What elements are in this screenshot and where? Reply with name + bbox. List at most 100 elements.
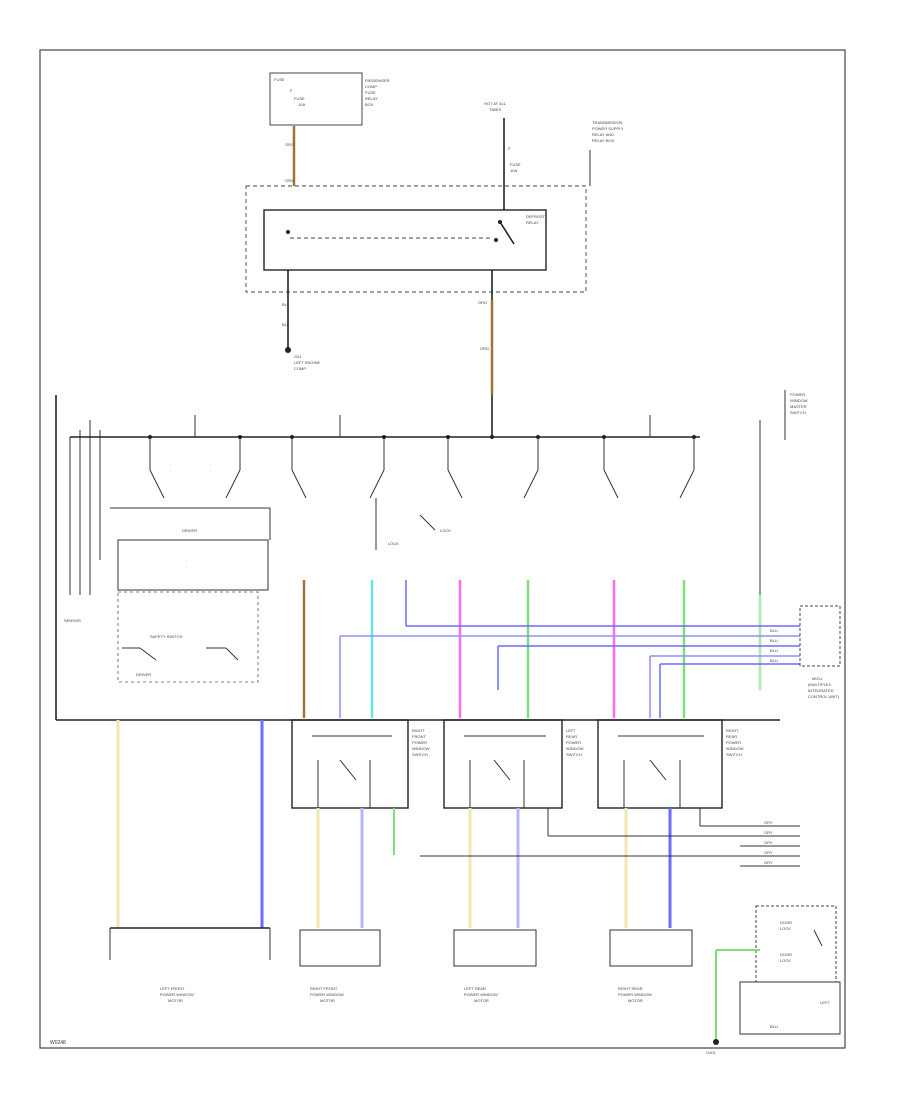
ignition-feed: HOT AT ALL TIMES F FUSE 10A [484,101,521,210]
svg-text:LEFT: LEFT [566,728,576,733]
svg-text:GRY: GRY [764,830,773,835]
svg-text:POWER WINDOW: POWER WINDOW [618,992,652,997]
svg-text:DOOR: DOOR [780,952,792,957]
relay-output-left: BLK BLK G01 LEFT ENGINE COMP [282,270,320,371]
svg-text:WINDOW: WINDOW [726,746,744,751]
switch-group-2 [290,415,386,499]
svg-text:POWER: POWER [566,740,581,745]
svg-text:10A: 10A [298,102,305,107]
svg-text:RIGHT FRONT: RIGHT FRONT [310,986,338,991]
svg-text:REAR: REAR [726,734,737,739]
svg-text:DRIVER: DRIVER [182,528,197,533]
svg-text:RELAY AND: RELAY AND [592,132,614,137]
svg-text:RIGHT REAR: RIGHT REAR [618,986,643,991]
svg-text:BLU: BLU [770,628,778,633]
motor-left-rear: LEFT REAR POWER WINDOW MOTOR [453,929,537,1003]
door-switch-2: LEFT REAR POWER WINDOW SWITCH [443,719,584,809]
svg-text:RELAY: RELAY [526,220,539,225]
motor-wires [116,720,672,928]
svg-text:LOCK: LOCK [780,958,791,963]
svg-text:BLK: BLK [282,322,290,327]
svg-text:MOTOR: MOTOR [474,998,489,1003]
master-switch-block: DRIVER · SENSOR SAFETY SWITCH DRIVER [56,507,780,721]
svg-text:MASTER: MASTER [790,404,807,409]
fuse-box-component: FUSE F FUSE 10A PASSENGER COMP FUSE RELA… [269,72,390,126]
svg-text:FRONT: FRONT [412,734,426,739]
svg-text:POWER: POWER [726,740,741,745]
svg-text:POWER WINDOW: POWER WINDOW [310,992,344,997]
svg-text:GRY: GRY [764,860,773,865]
svg-text:RELAY: RELAY [365,96,378,101]
svg-text:POWER: POWER [790,392,805,397]
svg-text:BLU: BLU [770,638,778,643]
diagram-border [39,49,846,1049]
svg-text:LOCK: LOCK [440,528,451,533]
svg-text:WINDOW: WINDOW [790,398,808,403]
svg-text:LOCK: LOCK [388,541,399,546]
svg-text:SENSOR: SENSOR [64,618,81,623]
switch-group-3 [446,435,540,499]
svg-text:FUSE: FUSE [510,162,521,167]
lock-switch: LOCK LOCK [375,498,451,550]
right-top-label: POWER WINDOW MASTER SWITCH [784,390,808,440]
svg-text:RIGHT: RIGHT [412,728,425,733]
svg-text:RIGHT: RIGHT [726,728,739,733]
svg-text:G401: G401 [706,1050,717,1055]
svg-text:RELAY BOX: RELAY BOX [592,138,615,143]
svg-text:BLU: BLU [770,658,778,663]
footer-code: W0248 [50,1040,66,1046]
svg-text:(MULTIPLEX: (MULTIPLEX [808,682,832,687]
svg-text:LEFT FRONT: LEFT FRONT [160,986,185,991]
switch-group-1: · · [148,415,242,499]
svg-text:ORG: ORG [285,142,294,147]
door-signal-lines: GRY GRY GRY GRY GRY [420,808,800,867]
relay-assembly: DEFROST RELAY TRANSMISSION POWER SUPPLY … [245,120,624,293]
svg-text:10A: 10A [510,168,517,173]
bottom-right-relay: DOOR LOCK DOOR LOCK G401 LEFT BLU [706,905,841,1055]
svg-text:INTEGRATED: INTEGRATED [808,688,834,693]
motor-left-front: LEFT FRONT POWER WINDOW MOTOR [109,927,271,1003]
svg-text:POWER SUPPLY: POWER SUPPLY [592,126,624,131]
svg-text:BLU: BLU [770,1024,778,1029]
svg-text:SWITCH: SWITCH [412,752,428,757]
svg-text:WINDOW: WINDOW [566,746,584,751]
signal-bundle: BLU BLU BLU BLU MICU (MULTIPLEX INTEGRAT… [339,580,841,718]
svg-text:MOTOR: MOTOR [168,998,183,1003]
svg-text:POWER: POWER [412,740,427,745]
svg-text:LEFT REAR: LEFT REAR [464,986,486,991]
svg-text:FUSE: FUSE [274,77,285,82]
svg-text:SWITCH: SWITCH [790,410,806,415]
svg-text:WINDOW: WINDOW [412,746,430,751]
svg-text:REAR: REAR [566,734,577,739]
svg-text:·: · [210,462,211,467]
svg-text:MICU: MICU [812,676,822,681]
svg-text:PASSENGER: PASSENGER [365,78,390,83]
svg-text:GRY: GRY [764,840,773,845]
door-switch-1: RIGHT FRONT POWER WINDOW SWITCH [291,719,430,809]
svg-text:CONTROL UNIT): CONTROL UNIT) [808,694,840,699]
svg-text:SWITCH: SWITCH [726,752,742,757]
svg-text:G01: G01 [294,354,302,359]
svg-text:LEFT ENGINE: LEFT ENGINE [294,360,320,365]
svg-text:SWITCH: SWITCH [566,752,582,757]
svg-text:POWER WINDOW: POWER WINDOW [160,992,194,997]
motor-right-front: RIGHT FRONT POWER WINDOW MOTOR [299,929,381,1003]
svg-text:TRANSMISSION: TRANSMISSION [592,120,623,125]
svg-text:ORG: ORG [285,178,294,183]
svg-text:FUSE: FUSE [294,96,305,101]
orange-wire-top: ORG ORG [285,126,296,186]
svg-text:COMP: COMP [294,366,306,371]
svg-text:BLU: BLU [770,648,778,653]
svg-text:F: F [508,146,511,151]
svg-text:DEFROST: DEFROST [526,214,546,219]
svg-text:DOOR: DOOR [780,920,792,925]
svg-text:GRY: GRY [764,820,773,825]
svg-text:ORG: ORG [478,300,487,305]
switch-group-4 [602,415,696,499]
svg-text:BLK: BLK [282,302,290,307]
svg-text:LOCK: LOCK [780,926,791,931]
left-rails [55,395,101,720]
door-switch-3: RIGHT REAR POWER WINDOW SWITCH [597,719,744,809]
svg-text:ORG: ORG [480,346,489,351]
